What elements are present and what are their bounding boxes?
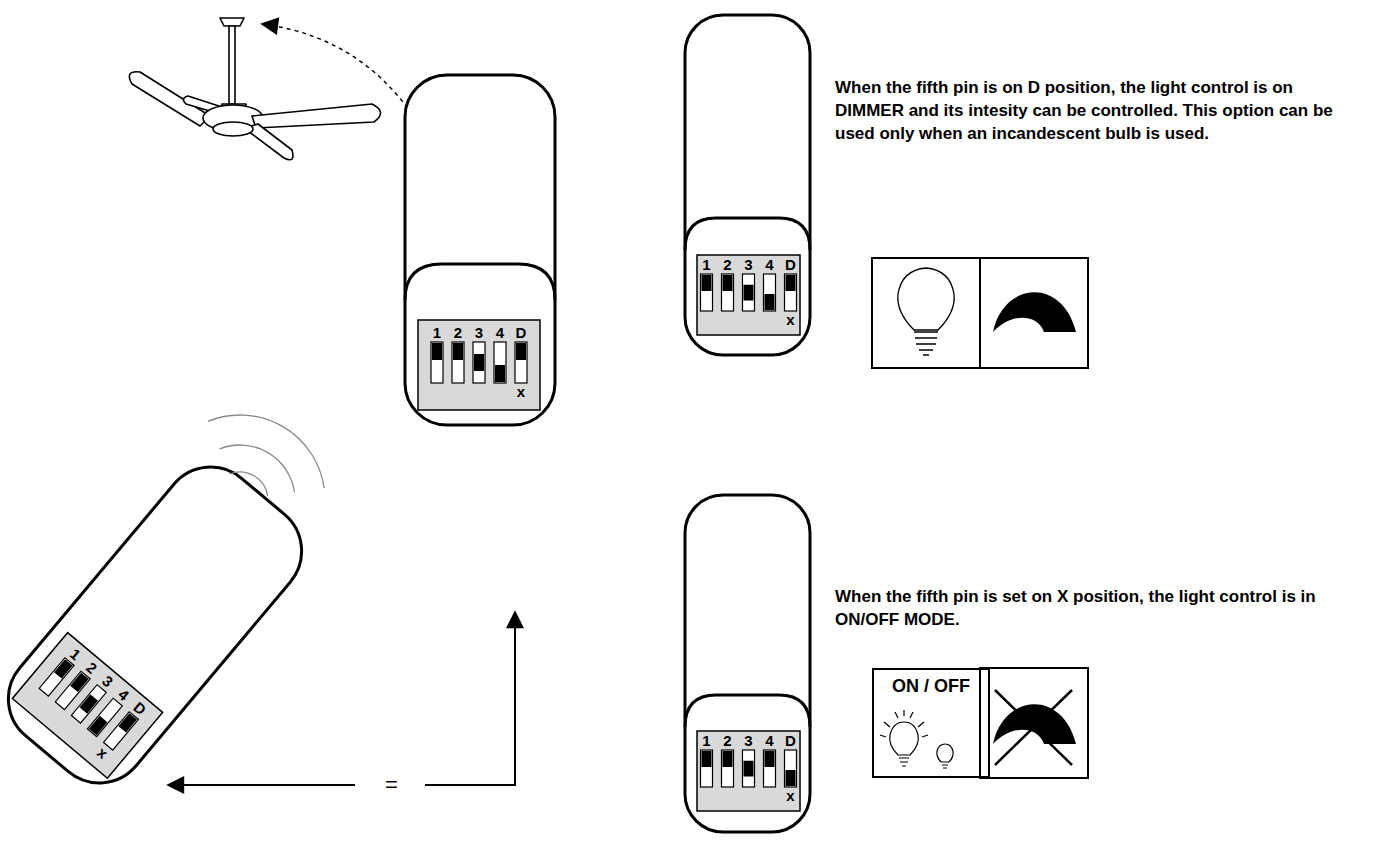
receiver	[685, 495, 810, 832]
pin-label: 1	[697, 257, 717, 273]
switch-slot	[431, 342, 443, 383]
switch-knob	[70, 673, 89, 692]
pin-label: 1	[427, 325, 447, 341]
pin-label: D	[511, 325, 531, 341]
pin-label: D	[781, 733, 801, 749]
switch-slot	[785, 750, 797, 787]
dashed-arrow	[262, 24, 425, 135]
switch-slot	[701, 274, 713, 311]
switch-slot	[473, 342, 485, 383]
switch-slot	[452, 342, 464, 383]
arrow-line	[168, 784, 355, 786]
pin-label: x	[781, 788, 801, 804]
receiver	[685, 15, 810, 355]
switch-knob	[118, 713, 137, 732]
panel-ground	[12, 633, 162, 779]
arrow-label: =	[382, 772, 401, 798]
switch-slot	[764, 750, 776, 787]
icon-box: ON / OFF	[872, 668, 990, 778]
switch-knob	[702, 275, 712, 291]
switch-gap	[744, 751, 754, 761]
switch-knob	[786, 770, 796, 786]
switch-slot	[104, 712, 139, 750]
pin-label: D	[781, 257, 801, 273]
pin-label: 4	[490, 325, 510, 341]
switch-knob	[786, 275, 796, 291]
switch-slot	[515, 342, 527, 383]
wave-arc	[230, 472, 268, 496]
switch-slot	[494, 342, 506, 383]
switch-slot	[701, 750, 713, 787]
switch-slot	[722, 750, 734, 787]
icon-box	[872, 258, 1088, 368]
switch-knob	[702, 751, 712, 767]
switch-slot	[764, 274, 776, 311]
switch-knob	[495, 365, 505, 382]
pin-label: 4	[760, 257, 780, 273]
panel-ground	[697, 731, 800, 811]
switch-knob	[744, 761, 754, 777]
wave-arc	[208, 415, 324, 488]
signal-waves	[208, 415, 324, 496]
switch-slot	[743, 274, 755, 311]
pin-label: 2	[718, 733, 738, 749]
receiver	[405, 75, 555, 425]
switch-knob	[474, 354, 484, 371]
switch-knob	[54, 659, 73, 678]
switch-knob	[432, 343, 442, 360]
panel-ground	[697, 255, 800, 335]
pin-label: 2	[448, 325, 468, 341]
pin-label: 2	[718, 257, 738, 273]
note-text: When the fifth pin is on D position, the…	[835, 76, 1345, 145]
panel-ground	[418, 320, 540, 410]
switch-knob	[453, 343, 463, 360]
pin-label: 3	[739, 733, 759, 749]
arrow-line	[425, 612, 515, 785]
pin-label: x	[781, 312, 801, 328]
note-text: When the fifth pin is set on X position,…	[835, 585, 1345, 631]
switch-knob	[765, 751, 775, 767]
pin-label: x	[511, 384, 531, 400]
switch-knob	[765, 294, 775, 310]
switch-gap	[474, 343, 484, 354]
box-title: ON / OFF	[874, 676, 988, 697]
pin-label: 3	[469, 325, 489, 341]
switch-slot	[722, 274, 734, 311]
switch-knob	[516, 343, 526, 360]
switch-knob	[89, 716, 108, 735]
pin-label: 4	[760, 733, 780, 749]
pin-label: 3	[739, 257, 759, 273]
switch-slot	[785, 274, 797, 311]
bulb-icons	[880, 710, 953, 768]
switch-knob	[744, 285, 754, 301]
switch-gap	[744, 275, 754, 285]
remote-control	[0, 447, 321, 802]
wave-arc	[219, 445, 294, 492]
switch-slot	[743, 750, 755, 787]
switch-knob	[723, 275, 733, 291]
ceiling-fan	[129, 18, 380, 160]
icon-box	[980, 668, 1088, 778]
pin-label: 1	[697, 733, 717, 749]
switch-knob	[723, 751, 733, 767]
